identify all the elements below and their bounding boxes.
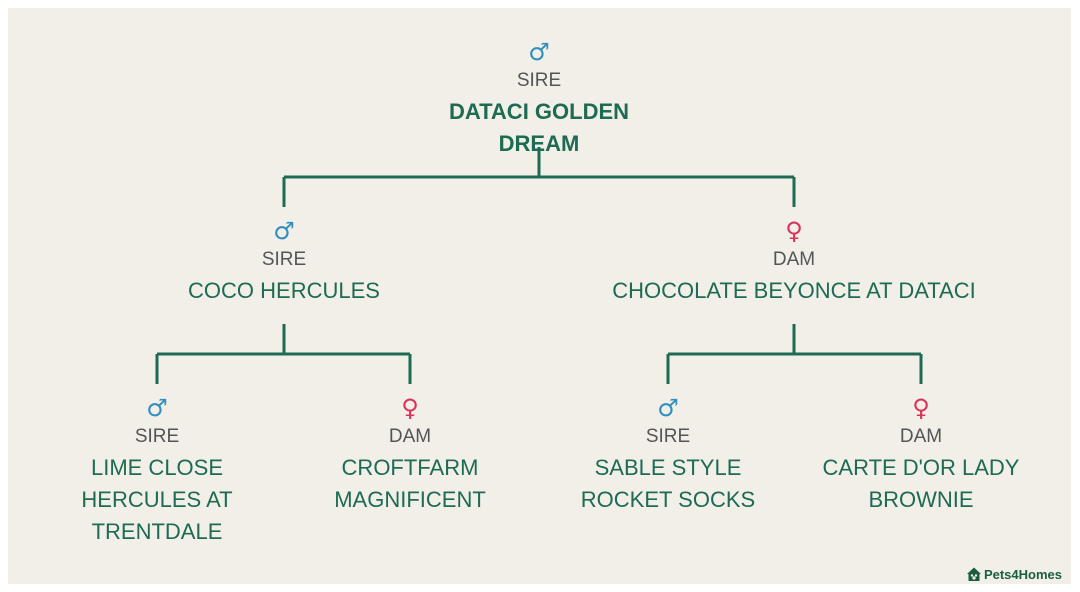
- grandparent-role: DAM: [388, 426, 432, 447]
- grandparent-name: CARTE D'OR LADY BROWNIE: [822, 455, 1020, 512]
- grandparent-dam-dam-node: ♀ DAM CARTE D'OR LADY BROWNIE: [816, 396, 1026, 516]
- male-symbol-icon: ♂: [528, 38, 550, 66]
- grandparent-dam-sire-node: ♂ SIRE SABLE STYLE ROCKET SOCKS: [573, 396, 763, 516]
- parent-dam-node: ♀ DAM CHOCOLATE BEYONCE AT DATACI: [594, 219, 994, 307]
- root-name: DATACI GOLDEN DREAM: [448, 99, 630, 156]
- grandparent-sire-sire-node: ♂ SIRE LIME CLOSE HERCULES AT TRENTDALE: [67, 396, 247, 548]
- pedigree-panel: [8, 8, 1071, 584]
- grandparent-role: SIRE: [134, 426, 180, 447]
- root-role: SIRE: [516, 70, 562, 91]
- logo-text: Pets4Homes: [983, 566, 1062, 582]
- grandparent-name: LIME CLOSE HERCULES AT TRENTDALE: [81, 455, 233, 544]
- female-symbol-icon: ♀: [785, 217, 803, 245]
- female-symbol-icon: ♀: [912, 394, 930, 422]
- male-symbol-icon: ♂: [657, 394, 679, 422]
- grandparent-name: SABLE STYLE ROCKET SOCKS: [580, 455, 756, 512]
- male-symbol-icon: ♂: [146, 394, 168, 422]
- grandparent-role: DAM: [899, 426, 943, 447]
- parent-sire-role: SIRE: [261, 249, 307, 270]
- parent-dam-role: DAM: [772, 249, 816, 270]
- pets4homes-logo: Pets4Homes: [966, 566, 1062, 582]
- grandparent-name: CROFTFARM MAGNIFICENT: [334, 455, 486, 512]
- root-node: ♂ SIRE DATACI GOLDEN DREAM: [414, 40, 664, 160]
- house-paw-icon: [966, 567, 981, 581]
- male-symbol-icon: ♂: [273, 217, 295, 245]
- parent-sire-node: ♂ SIRE COCO HERCULES: [134, 219, 434, 307]
- parent-dam-name: CHOCOLATE BEYONCE AT DATACI: [612, 278, 976, 303]
- grandparent-sire-dam-node: ♀ DAM CROFTFARM MAGNIFICENT: [320, 396, 500, 516]
- female-symbol-icon: ♀: [401, 394, 419, 422]
- grandparent-role: SIRE: [645, 426, 691, 447]
- parent-sire-name: COCO HERCULES: [188, 278, 380, 303]
